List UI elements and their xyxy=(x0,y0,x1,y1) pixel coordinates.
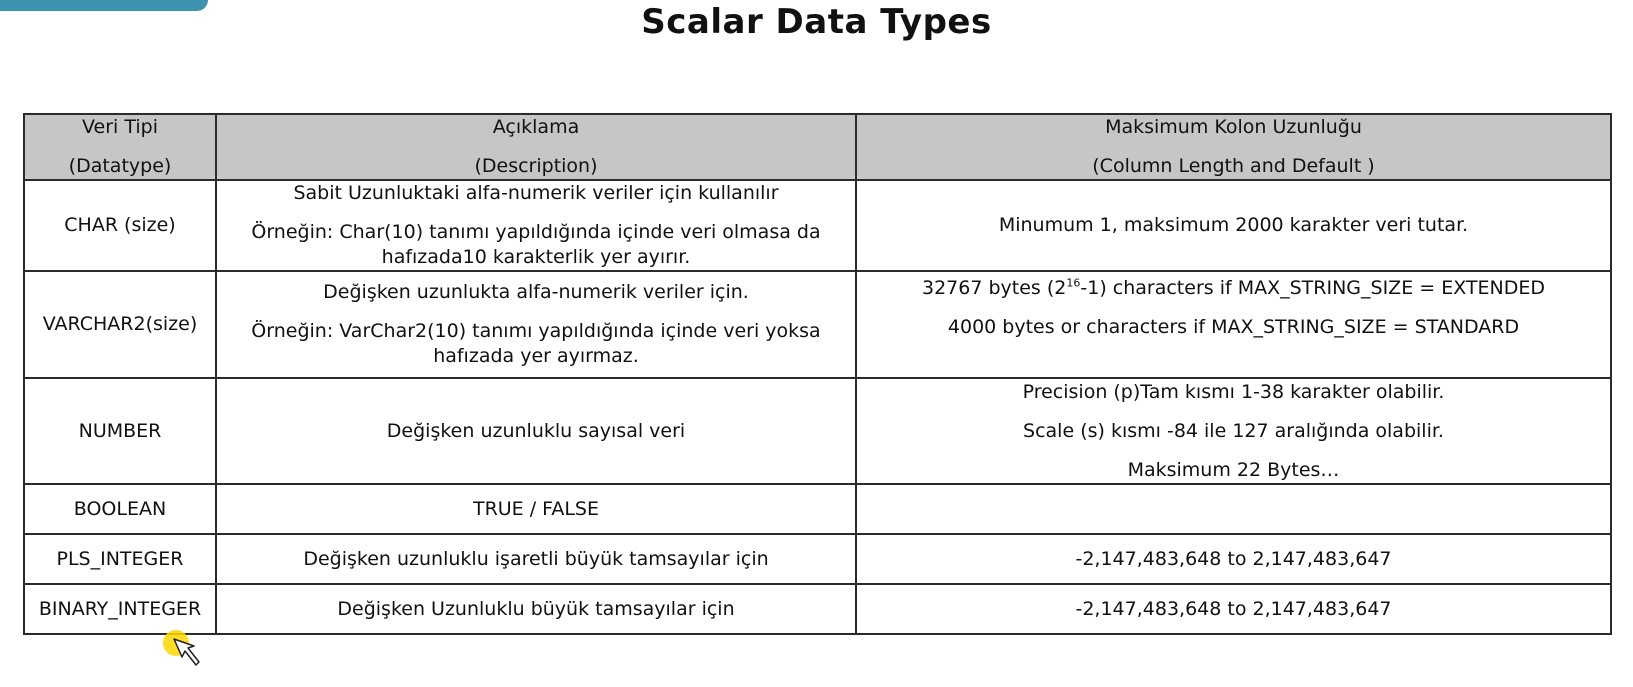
table-header-row: Veri Tipi (Datatype) Açıklama (Descripti… xyxy=(23,113,1612,181)
type-cell: VARCHAR2(size) xyxy=(23,270,217,379)
description-cell: Değişken uzunluklu işaretli büyük tamsay… xyxy=(215,533,857,585)
description-cell: Değişken uzunluklu sayısal veri xyxy=(215,377,857,485)
description-example: Örneğin: VarChar2(10) tanımı yapıldığınd… xyxy=(251,320,821,367)
length-cell: -2,147,483,648 to 2,147,483,647 xyxy=(855,583,1612,635)
description-example: Örneğin: Char(10) tanımı yapıldığında iç… xyxy=(251,221,821,268)
table-row-number: NUMBER Değişken uzunluklu sayısal veri P… xyxy=(23,377,1612,485)
length-cell: 32767 bytes (216-1) characters if MAX_ST… xyxy=(855,270,1612,379)
type-cell: CHAR (size) xyxy=(23,179,217,272)
header-description: Açıklama (Description) xyxy=(215,113,857,181)
table-row-binary-integer: BINARY_INTEGER Değişken Uzunluklu büyük … xyxy=(23,583,1612,635)
length-line-max: Maksimum 22 Bytes… xyxy=(1127,458,1340,481)
length-line: Minumum 1, maksimum 2000 karakter veri t… xyxy=(998,214,1469,236)
header-length-tr: Maksimum Kolon Uzunluğu xyxy=(1105,116,1362,138)
type-cell: BOOLEAN xyxy=(23,483,217,535)
length-line-precision: Precision (p)Tam kısmı 1-38 karakter ola… xyxy=(1022,380,1445,403)
header-length-en: (Column Length and Default ) xyxy=(1092,155,1375,177)
length-line-scale: Scale (s) kısmı -84 ile 127 aralığında o… xyxy=(1023,419,1444,442)
type-cell: BINARY_INTEGER xyxy=(23,583,217,635)
page-title: Scalar Data Types xyxy=(641,2,992,42)
header-datatype-en: (Datatype) xyxy=(68,155,172,177)
description-cell: Değişken Uzunluklu büyük tamsayılar için xyxy=(215,583,857,635)
header-description-en: (Description) xyxy=(474,155,598,177)
table-row-char: CHAR (size) Sabit Uzunluktaki alfa-numer… xyxy=(23,179,1612,272)
length-pre: 32767 bytes (2 xyxy=(922,277,1067,299)
hand-cursor-icon xyxy=(173,638,200,666)
length-exponent: 16 xyxy=(1066,276,1081,290)
type-cell: PLS_INTEGER xyxy=(23,533,217,585)
corner-accent-tab xyxy=(0,0,208,11)
description-line: Sabit Uzunluktaki alfa-numerik veriler i… xyxy=(293,182,779,204)
header-column-length: Maksimum Kolon Uzunluğu (Column Length a… xyxy=(855,113,1612,181)
description-cell: Sabit Uzunluktaki alfa-numerik veriler i… xyxy=(215,179,857,272)
length-cell: -2,147,483,648 to 2,147,483,647 xyxy=(855,533,1612,585)
description-line: Değişken uzunlukta alfa-numerik veriler … xyxy=(323,281,749,303)
length-cell xyxy=(855,483,1612,535)
description-cell: Değişken uzunlukta alfa-numerik veriler … xyxy=(215,270,857,379)
length-post: -1) characters if MAX_STRING_SIZE = EXTE… xyxy=(1080,277,1545,299)
length-cell: Precision (p)Tam kısmı 1-38 karakter ola… xyxy=(855,377,1612,485)
header-datatype-tr: Veri Tipi xyxy=(82,116,158,138)
length-line-standard: 4000 bytes or characters if MAX_STRING_S… xyxy=(947,316,1520,338)
length-cell: Minumum 1, maksimum 2000 karakter veri t… xyxy=(855,179,1612,272)
header-datatype: Veri Tipi (Datatype) xyxy=(23,113,217,181)
table-row-pls-integer: PLS_INTEGER Değişken uzunluklu işaretli … xyxy=(23,533,1612,585)
table-row-varchar2: VARCHAR2(size) Değişken uzunlukta alfa-n… xyxy=(23,270,1612,379)
type-cell: NUMBER xyxy=(23,377,217,485)
length-line-extended: 32767 bytes (216-1) characters if MAX_ST… xyxy=(861,276,1606,301)
description-cell: TRUE / FALSE xyxy=(215,483,857,535)
data-types-table: Veri Tipi (Datatype) Açıklama (Descripti… xyxy=(23,113,1612,635)
table-row-boolean: BOOLEAN TRUE / FALSE xyxy=(23,483,1612,535)
header-description-tr: Açıklama xyxy=(492,116,580,138)
